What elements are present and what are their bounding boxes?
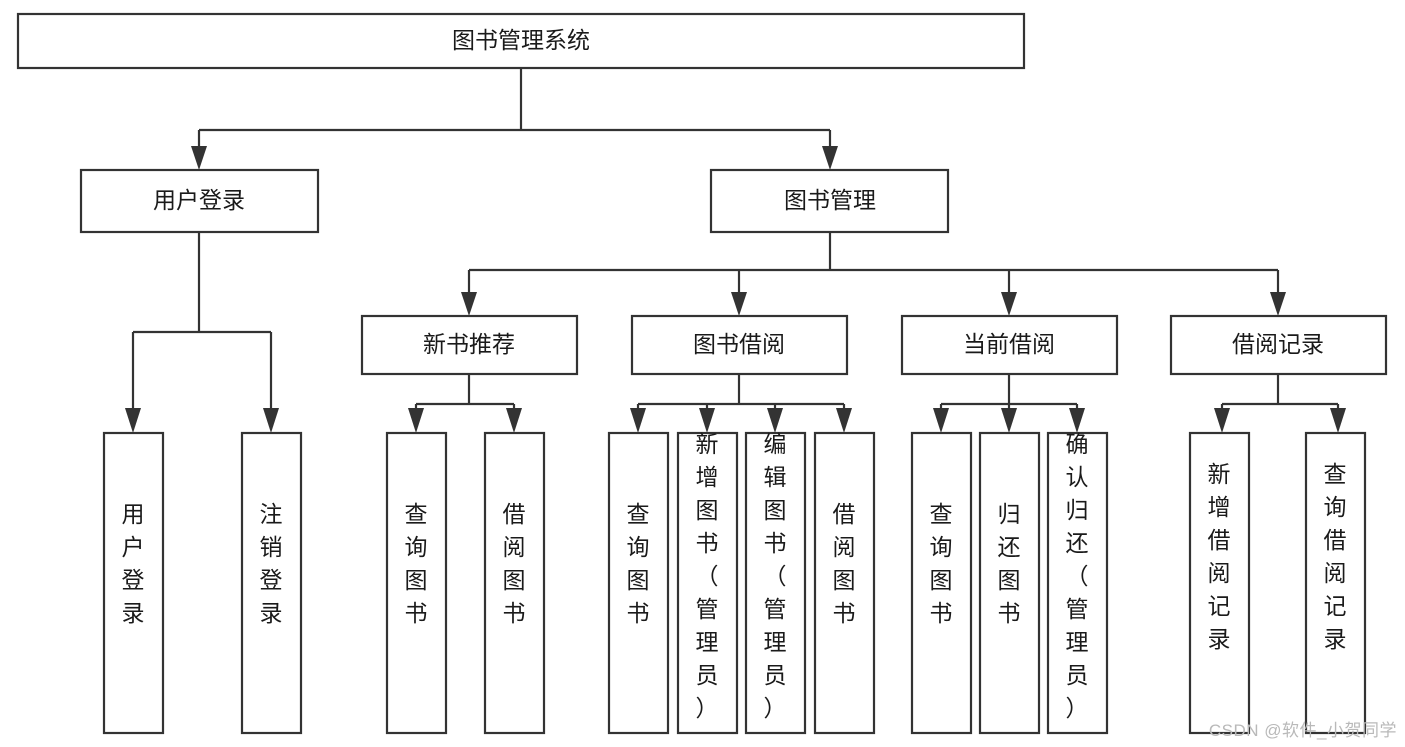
node-leaf13-box[interactable] [1304,431,1367,735]
node-leaf1[interactable]: 用户登录 [102,431,165,735]
arrow-head-leaf2 [263,408,279,433]
node-leaf7-label: 编辑图书（管理员） [764,431,787,721]
arrow-head-leaf8 [836,408,852,433]
node-leaf8-box[interactable] [813,431,876,735]
node-leaf12-box[interactable] [1188,431,1251,735]
node-current-label: 当前借阅 [963,331,1055,357]
arrow-head-leaf11 [1069,408,1085,433]
node-record-label: 借阅记录 [1232,331,1324,357]
arrow-head-leaf5 [630,408,646,433]
node-leaf4-box[interactable] [483,431,546,735]
node-borrow[interactable]: 图书借阅 [630,314,849,376]
node-newbook-box[interactable] [360,314,579,376]
node-login[interactable]: 用户登录 [79,168,320,234]
node-root[interactable]: 图书管理系统 [16,12,1026,70]
node-root-box[interactable] [16,12,1026,70]
node-current[interactable]: 当前借阅 [900,314,1119,376]
node-newbook[interactable]: 新书推荐 [360,314,579,376]
node-bookmgmt-label: 图书管理 [784,187,876,213]
node-leaf5[interactable]: 查询图书 [607,431,670,735]
node-leaf5-box[interactable] [607,431,670,735]
node-borrow-label: 图书借阅 [693,331,785,357]
node-leaf5-label: 查询图书 [627,501,650,626]
node-root-label: 图书管理系统 [452,27,590,53]
node-leaf6[interactable]: 新增图书（管理员） [676,431,739,735]
node-leaf13[interactable]: 查询借阅记录 [1304,431,1367,735]
node-borrow-box[interactable] [630,314,849,376]
arrow-head-leaf10 [1001,408,1017,433]
node-leaf12[interactable]: 新增借阅记录 [1188,431,1251,735]
node-newbook-label: 新书推荐 [423,331,515,357]
node-leaf7-box[interactable] [744,431,807,735]
node-leaf11-label: 确认归还（管理员） [1066,431,1089,721]
node-leaf1-label: 用户登录 [122,501,145,626]
node-leaf11[interactable]: 确认归还（管理员） [1046,431,1109,735]
node-leaf9-box[interactable] [910,431,973,735]
connector-record-to-leaves [1214,374,1346,433]
arrow-head-leaf9 [933,408,949,433]
node-leaf4[interactable]: 借阅图书 [483,431,546,735]
node-leaf2-label: 注销登录 [260,501,283,626]
node-leaf8-label: 借阅图书 [833,501,856,626]
node-leaf13-label: 查询借阅记录 [1324,461,1347,652]
arrow-head-leaf3 [408,408,424,433]
arrow-head-leaf4 [506,408,522,433]
node-record[interactable]: 借阅记录 [1169,314,1388,376]
connector-root-to-level2 [191,68,838,170]
arrow-head-leaf7 [767,408,783,433]
arrow-head-borrow [731,292,747,316]
connector-borrow-to-leaves [630,374,852,433]
node-current-box[interactable] [900,314,1119,376]
arrow-head-record [1270,292,1286,316]
arrow-head-bookmgmt [822,146,838,170]
node-leaf3-box[interactable] [385,431,448,735]
node-leaf10[interactable]: 归还图书 [978,431,1041,735]
node-leaf1-box[interactable] [102,431,165,735]
node-leaf2[interactable]: 注销登录 [240,431,303,735]
arrow-head-login [191,146,207,170]
csdn-watermark: CSDN @软件_小贺同学 [1208,721,1397,740]
arrow-head-newbook [461,292,477,316]
arrow-head-leaf13 [1330,408,1346,433]
node-leaf6-box[interactable] [676,431,739,735]
connector-bookmgmt-to-level3 [461,232,1286,316]
node-leaf7[interactable]: 编辑图书（管理员） [744,431,807,735]
node-leaf11-box[interactable] [1046,431,1109,735]
node-leaf2-box[interactable] [240,431,303,735]
node-leaf10-box[interactable] [978,431,1041,735]
node-leaf10-label: 归还图书 [998,501,1021,626]
arrow-head-leaf6 [699,408,715,433]
node-leaf4-label: 借阅图书 [503,501,526,626]
node-login-box[interactable] [79,168,320,234]
arrow-head-leaf12 [1214,408,1230,433]
node-leaf6-label: 新增图书（管理员） [696,431,719,721]
node-leaf9-label: 查询图书 [930,501,953,626]
node-leaf3[interactable]: 查询图书 [385,431,448,735]
node-leaf12-label: 新增借阅记录 [1208,461,1231,652]
node-login-label: 用户登录 [153,187,245,213]
arrow-head-leaf1 [125,408,141,433]
node-leaf3-label: 查询图书 [405,501,428,626]
node-bookmgmt-box[interactable] [709,168,950,234]
connector-current-to-leaves [933,374,1085,433]
node-leaf9[interactable]: 查询图书 [910,431,973,735]
connector-login-to-leaves [125,232,279,433]
connector-newbook-to-leaves [408,374,522,433]
arrow-head-current [1001,292,1017,316]
node-record-box[interactable] [1169,314,1388,376]
node-leaf8[interactable]: 借阅图书 [813,431,876,735]
node-bookmgmt[interactable]: 图书管理 [709,168,950,234]
